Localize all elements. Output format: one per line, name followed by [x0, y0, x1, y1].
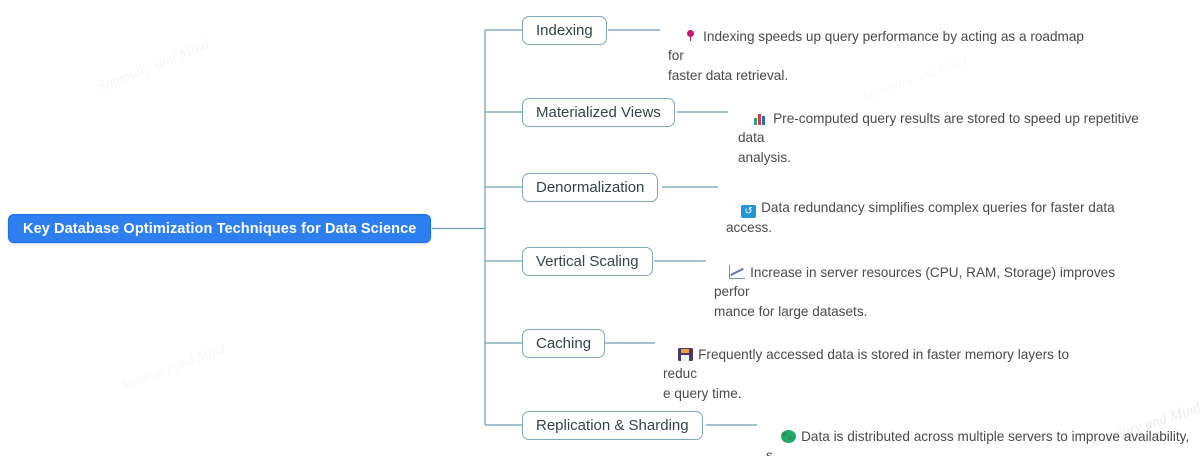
branch-node-denormalization[interactable]: Denormalization — [522, 173, 659, 202]
pushpin-icon — [683, 29, 698, 43]
branch-description-text: Frequently accessed data is stored in fa… — [663, 346, 1070, 401]
branch-description-denormalization: ↺Data redundancy simplifies complex quer… — [726, 178, 1156, 257]
root-node[interactable]: Key Database Optimization Techniques for… — [8, 214, 432, 243]
branch-node-vertical-scaling[interactable]: Vertical Scaling — [522, 247, 653, 276]
branch-node-caching[interactable]: Caching — [522, 329, 606, 358]
floppy-disk-icon — [678, 347, 694, 361]
trending-chart-icon — [729, 264, 746, 279]
branch-node-label: Denormalization — [536, 179, 645, 196]
branch-description-text: Increase in server resources (CPU, RAM, … — [714, 264, 1115, 319]
branch-description-text: Data redundancy simplifies complex queri… — [726, 199, 1119, 235]
globe-icon — [781, 429, 797, 443]
branch-node-label: Indexing — [536, 22, 593, 39]
branch-description-text: Indexing speeds up query performance by … — [668, 28, 1084, 83]
root-node-label: Key Database Optimization Techniques for… — [23, 220, 417, 237]
bar-chart-icon — [753, 112, 768, 125]
branch-node-replication-sharding[interactable]: Replication & Sharding — [522, 411, 703, 440]
branch-node-label: Caching — [536, 335, 592, 352]
branch-description-text: Pre-computed query results are stored to… — [738, 110, 1139, 165]
branch-node-label: Materialized Views — [536, 104, 661, 121]
branch-description-indexing: Indexing speeds up query performance by … — [668, 7, 1098, 105]
branch-description-text: Data is distributed across multiple serv… — [766, 428, 1190, 456]
branch-description-vertical-scaling: Increase in server resources (CPU, RAM, … — [714, 243, 1124, 341]
branch-node-indexing[interactable]: Indexing — [522, 16, 607, 45]
branch-description-caching: Frequently accessed data is stored in fa… — [663, 325, 1088, 423]
branch-description-materialized-views: Pre-computed query results are stored to… — [738, 89, 1163, 187]
branch-node-label: Replication & Sharding — [536, 417, 689, 434]
branch-node-label: Vertical Scaling — [536, 253, 639, 270]
branch-node-materialized-views[interactable]: Materialized Views — [522, 98, 675, 127]
branch-description-replication-sharding: Data is distributed across multiple serv… — [766, 407, 1191, 456]
recycle-icon: ↺ — [741, 204, 757, 218]
